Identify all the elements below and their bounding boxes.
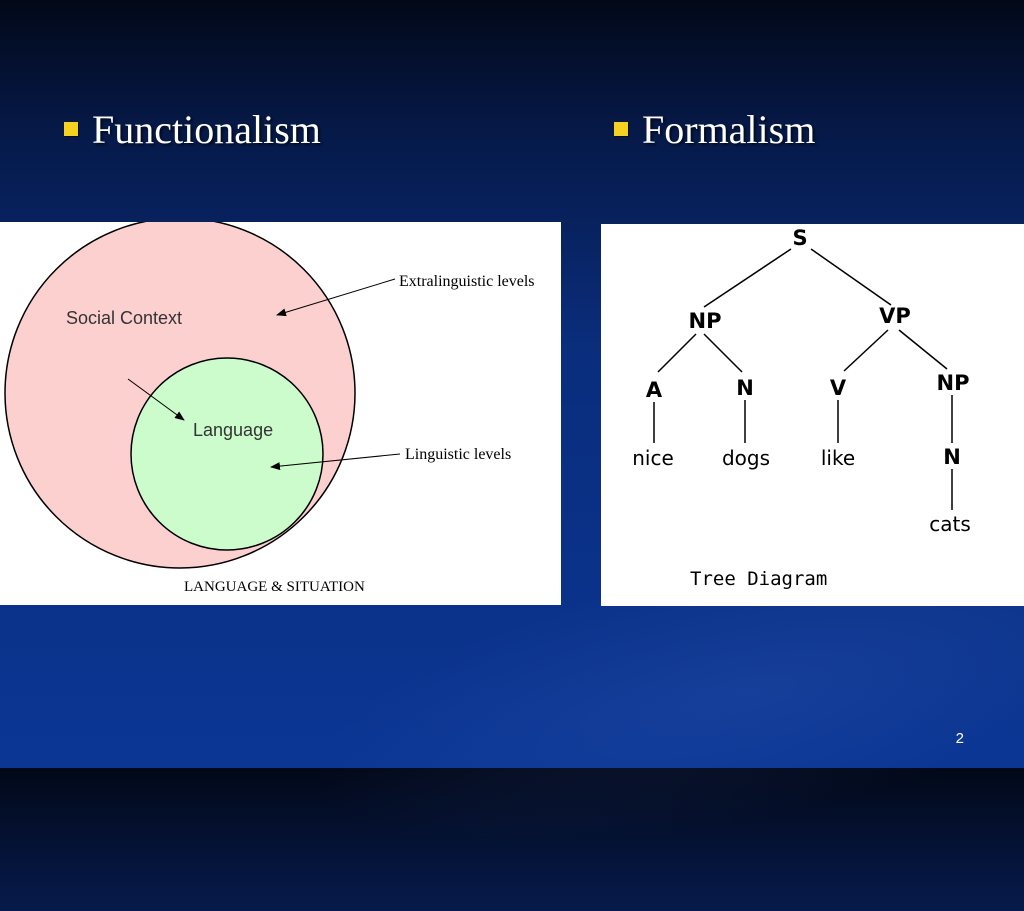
branch-s-np [703, 248, 792, 308]
language-situation-diagram: Social Context Language Extralinguistic … [0, 222, 561, 605]
slide-number: 2 [955, 730, 964, 747]
extralinguistic-arrow [276, 278, 396, 317]
branch-np-n [703, 333, 743, 373]
leaf-like: like [821, 446, 855, 470]
linguistic-arrow [270, 453, 401, 471]
node-s: S [792, 226, 807, 250]
tree-caption: Tree Diagram [690, 568, 827, 590]
heading-formalism: Formalism [642, 106, 816, 152]
node-n2: N [943, 445, 961, 469]
bullet-formalism: Formalism [614, 104, 815, 154]
heading-functionalism: Functionalism [92, 106, 321, 152]
node-n: N [736, 376, 754, 400]
extralinguistic-label: Extralinguistic levels [399, 273, 535, 290]
outer-label: Social Context [66, 308, 182, 328]
tree-branches [653, 248, 953, 510]
leaf-nice: nice [632, 446, 674, 470]
branch-s-vp [810, 248, 892, 306]
leaf-dogs: dogs [722, 446, 770, 470]
venn-caption: LANGUAGE & SITUATION [184, 579, 365, 595]
bullet-functionalism: Functionalism [64, 104, 321, 154]
venn-svg: Social Context Language Extralinguistic … [4, 222, 535, 595]
linguistic-label: Linguistic levels [405, 446, 511, 463]
branch-np-a [657, 333, 697, 373]
node-np2: NP [937, 371, 970, 395]
leaf-cats: cats [929, 512, 971, 536]
square-bullet-icon [614, 122, 628, 136]
node-a: A [646, 378, 663, 402]
node-vp: VP [879, 304, 911, 328]
square-bullet-icon [64, 122, 78, 136]
branch-vp-np [898, 329, 948, 370]
social-to-language-arrow [127, 378, 185, 421]
node-v: V [830, 376, 847, 400]
tree-diagram: S NP VP A N V NP N nice dogs like cats T… [601, 224, 1024, 606]
node-np: NP [689, 309, 722, 333]
inner-circle [130, 357, 324, 551]
tree-svg: S NP VP A N V NP N nice dogs like cats T… [632, 226, 971, 590]
branch-vp-v [843, 329, 889, 372]
inner-label: Language [193, 420, 273, 440]
